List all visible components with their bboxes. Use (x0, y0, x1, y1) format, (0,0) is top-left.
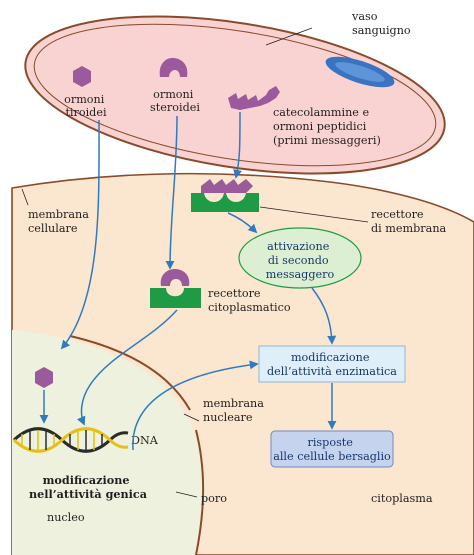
modificazione-genica-label: modificazione nell’attività genica (29, 473, 147, 501)
peptide-chain-icon (228, 86, 280, 110)
arrow-cytoreceptor-dna (76, 309, 178, 426)
secondo-messaggero-node (238, 227, 362, 289)
recettore-membrana-label: recettore di membrana (371, 208, 447, 235)
cytoplasmic-receptor-icon (150, 269, 201, 308)
risposte-box (270, 430, 394, 468)
steroidei-label: ormoni steroidei (150, 88, 200, 114)
arrow-peptide-receptor (233, 111, 243, 179)
vaso-label: vaso sanguigno (351, 10, 411, 37)
hexagon-hormone-icon (35, 367, 53, 388)
citoplasma-label: citoplasma (371, 492, 433, 505)
arrow-dna-enzymatic (132, 360, 259, 451)
risposte-label: risposte alle cellule bersaglio (273, 436, 391, 463)
membrane-receptor-icon (191, 179, 259, 212)
nucleo-label: nucleo (47, 511, 85, 524)
poro-label: poro (201, 492, 227, 505)
tiroidei-label: ormoni tiroidei (64, 93, 108, 119)
hexagon-hormone-icon (73, 66, 91, 87)
secondo-messaggero-label: attivazione di secondo messaggero (266, 240, 335, 281)
membrana-cellulare-label: membrana cellulare (28, 208, 92, 235)
recettore-citoplasmatico-label: recettore citoplasmatico (208, 287, 291, 314)
nuclear-membrane-outer (69, 335, 191, 411)
arrow-receptor-messenger (227, 212, 258, 234)
mushroom-hormone-icon (159, 57, 188, 77)
dna-helix-icon (12, 427, 129, 453)
arrow-messenger-enzymatic (311, 287, 337, 345)
catecolammine-label: catecolammine e ormoni peptidici (primi … (273, 106, 381, 147)
modificazione-enzimatica-label: modificazione dell’attività enzimatica (267, 351, 397, 378)
dna-label: DNA (131, 434, 159, 447)
red-blood-cell-icon (325, 56, 395, 88)
arrow-tiroidei-down (60, 119, 100, 350)
nuclear-membrane-lower (195, 429, 205, 555)
membrana-nucleare-label: membrana nucleare (203, 397, 267, 424)
modificazione-enzimatica-box (258, 345, 406, 383)
arrow-steroidei-down (165, 115, 178, 270)
